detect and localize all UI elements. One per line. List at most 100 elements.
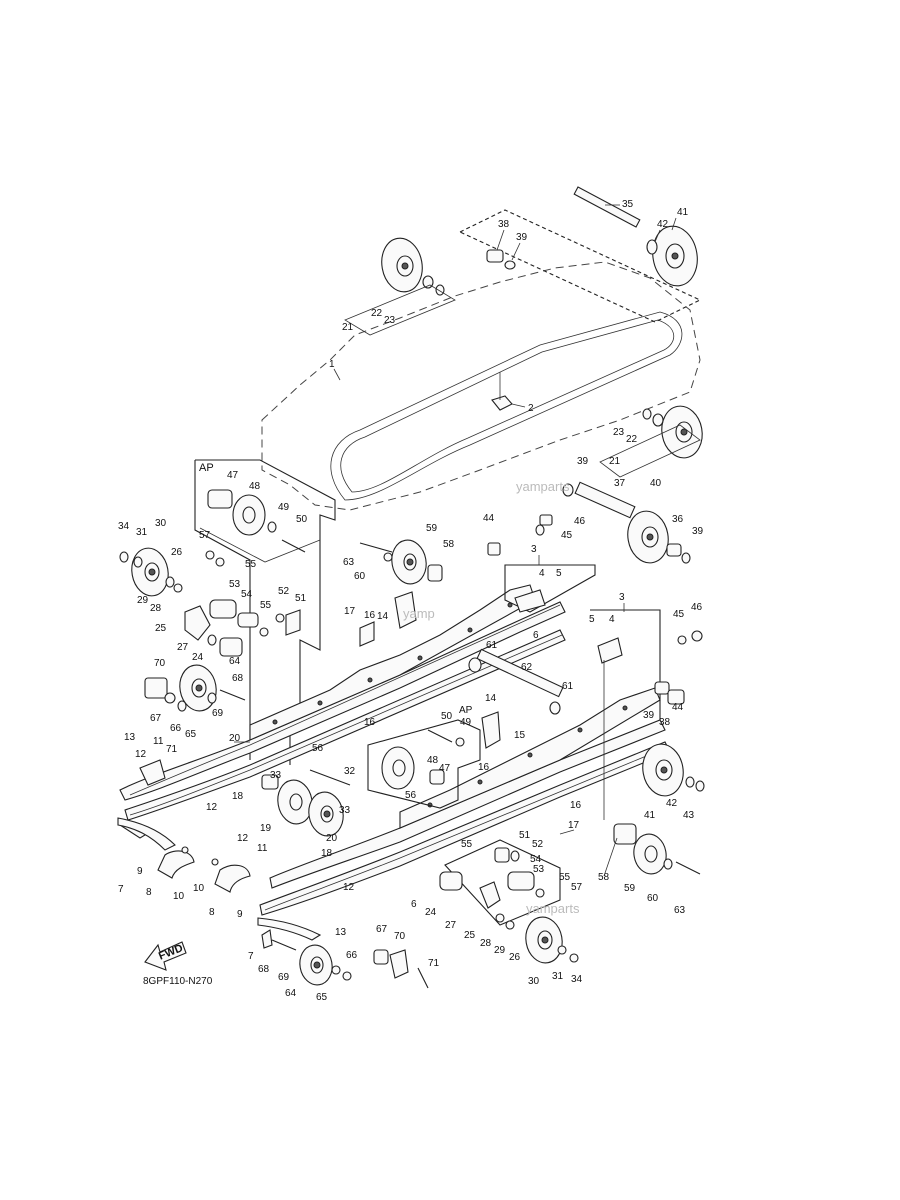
callout-49: 49 bbox=[278, 502, 290, 513]
callout-55: 55 bbox=[245, 559, 257, 570]
ap-label-upper: AP bbox=[199, 462, 214, 474]
callout-29: 29 bbox=[137, 595, 149, 606]
lower-right-spacers bbox=[439, 839, 561, 930]
callout-70-b: 70 bbox=[394, 931, 406, 942]
right-idler-wheel bbox=[599, 405, 703, 478]
callout-48-b: 48 bbox=[427, 755, 439, 766]
callout-21: 21 bbox=[342, 322, 354, 333]
callout-labels: 1 2 3 3 4 4 5 5 6 6 7 7 8 8 9 9 10 10 11… bbox=[118, 199, 704, 1003]
ap-box-upper bbox=[194, 459, 336, 765]
callout-46: 46 bbox=[574, 516, 586, 527]
callout-59-b: 59 bbox=[624, 883, 636, 894]
callout-9: 9 bbox=[137, 866, 143, 877]
callout-5-b: 5 bbox=[589, 614, 595, 625]
callout-14: 14 bbox=[377, 611, 389, 622]
callout-22-b: 22 bbox=[626, 434, 638, 445]
callout-30-b: 30 bbox=[528, 976, 540, 987]
callout-49-b: 49 bbox=[460, 717, 472, 728]
callout-44-b: 44 bbox=[672, 702, 684, 713]
callout-8-b: 8 bbox=[209, 907, 215, 918]
callout-11-b: 11 bbox=[257, 843, 268, 854]
callout-57: 57 bbox=[199, 530, 211, 541]
lower-right-wheel-30 bbox=[525, 916, 579, 964]
callout-53: 53 bbox=[229, 579, 241, 590]
callout-39-b: 39 bbox=[577, 456, 589, 467]
callout-12-d: 12 bbox=[343, 882, 355, 893]
ap-box-lower bbox=[367, 711, 501, 809]
callout-23-b: 23 bbox=[613, 427, 625, 438]
callout-36: 36 bbox=[672, 514, 684, 525]
callout-54: 54 bbox=[241, 589, 253, 600]
callout-60: 60 bbox=[354, 571, 366, 582]
callout-17-b: 17 bbox=[568, 820, 580, 831]
callout-52-b: 52 bbox=[532, 839, 544, 850]
callout-63: 63 bbox=[343, 557, 355, 568]
callout-3-b: 3 bbox=[619, 592, 625, 603]
callout-43: 43 bbox=[683, 810, 695, 821]
callout-54-b: 54 bbox=[530, 854, 542, 865]
callout-12-c: 12 bbox=[237, 833, 249, 844]
callout-16-d: 16 bbox=[570, 800, 582, 811]
watermark-lower: yamparts bbox=[526, 901, 580, 916]
callout-13-b: 13 bbox=[335, 927, 347, 938]
callout-34: 34 bbox=[118, 521, 130, 532]
watermark-partial: yamp bbox=[403, 606, 435, 621]
callout-1: 1 bbox=[329, 359, 335, 370]
callout-63-b: 63 bbox=[674, 905, 686, 916]
leader-lines bbox=[234, 204, 677, 877]
callout-16-c: 16 bbox=[478, 762, 490, 773]
left-upper-wheel-group bbox=[119, 547, 243, 657]
callout-50: 50 bbox=[296, 514, 308, 525]
callout-32: 32 bbox=[344, 766, 356, 777]
callout-6: 6 bbox=[533, 630, 539, 641]
center-shaft-assembly bbox=[487, 481, 691, 564]
callout-65: 65 bbox=[185, 729, 197, 740]
callout-65-b: 65 bbox=[316, 992, 328, 1003]
callout-17: 17 bbox=[344, 606, 356, 617]
callout-46-b: 46 bbox=[691, 602, 703, 613]
callout-3: 3 bbox=[531, 544, 537, 555]
callout-25-b: 25 bbox=[464, 930, 476, 941]
callout-26: 26 bbox=[171, 547, 183, 558]
callout-16-b: 16 bbox=[364, 717, 376, 728]
callout-29-b: 29 bbox=[494, 945, 506, 956]
right-lower-wheels bbox=[613, 630, 705, 875]
callout-67: 67 bbox=[150, 713, 162, 724]
callout-67-b: 67 bbox=[376, 924, 388, 935]
callout-47: 47 bbox=[227, 470, 239, 481]
callout-38-b: 38 bbox=[659, 717, 671, 728]
callout-39: 39 bbox=[516, 232, 528, 243]
callout-52: 52 bbox=[278, 586, 290, 597]
callout-31-b: 31 bbox=[552, 971, 564, 982]
callout-35: 35 bbox=[622, 199, 634, 210]
callout-16: 16 bbox=[364, 610, 376, 621]
callout-5: 5 bbox=[556, 568, 562, 579]
callout-30: 30 bbox=[155, 518, 167, 529]
callout-21-b: 21 bbox=[609, 456, 621, 467]
callout-39-c: 39 bbox=[692, 526, 704, 537]
callout-61-b: 61 bbox=[562, 681, 574, 692]
callout-64: 64 bbox=[229, 656, 241, 667]
lower-left-parts bbox=[139, 759, 429, 989]
callout-33-b: 33 bbox=[339, 805, 351, 816]
ap-label-lower: AP bbox=[459, 705, 473, 716]
callout-12: 12 bbox=[135, 749, 147, 760]
track-bracket-part-2 bbox=[491, 372, 513, 411]
callout-55-d: 55 bbox=[559, 872, 571, 883]
callout-20: 20 bbox=[229, 733, 241, 744]
callout-48: 48 bbox=[249, 481, 261, 492]
callout-11: 11 bbox=[153, 736, 164, 747]
callout-25: 25 bbox=[155, 623, 167, 634]
callout-24: 24 bbox=[192, 652, 204, 663]
lower-middle-wheels bbox=[261, 769, 351, 837]
callout-57-b: 57 bbox=[571, 882, 583, 893]
callout-14-b: 14 bbox=[485, 693, 497, 704]
callout-42-b: 42 bbox=[666, 798, 678, 809]
callout-58: 58 bbox=[443, 539, 455, 550]
callout-20-b: 20 bbox=[326, 833, 338, 844]
callout-51: 51 bbox=[295, 593, 307, 604]
callout-34-b: 34 bbox=[571, 974, 583, 985]
callout-40: 40 bbox=[650, 478, 662, 489]
callout-45-b: 45 bbox=[673, 609, 685, 620]
